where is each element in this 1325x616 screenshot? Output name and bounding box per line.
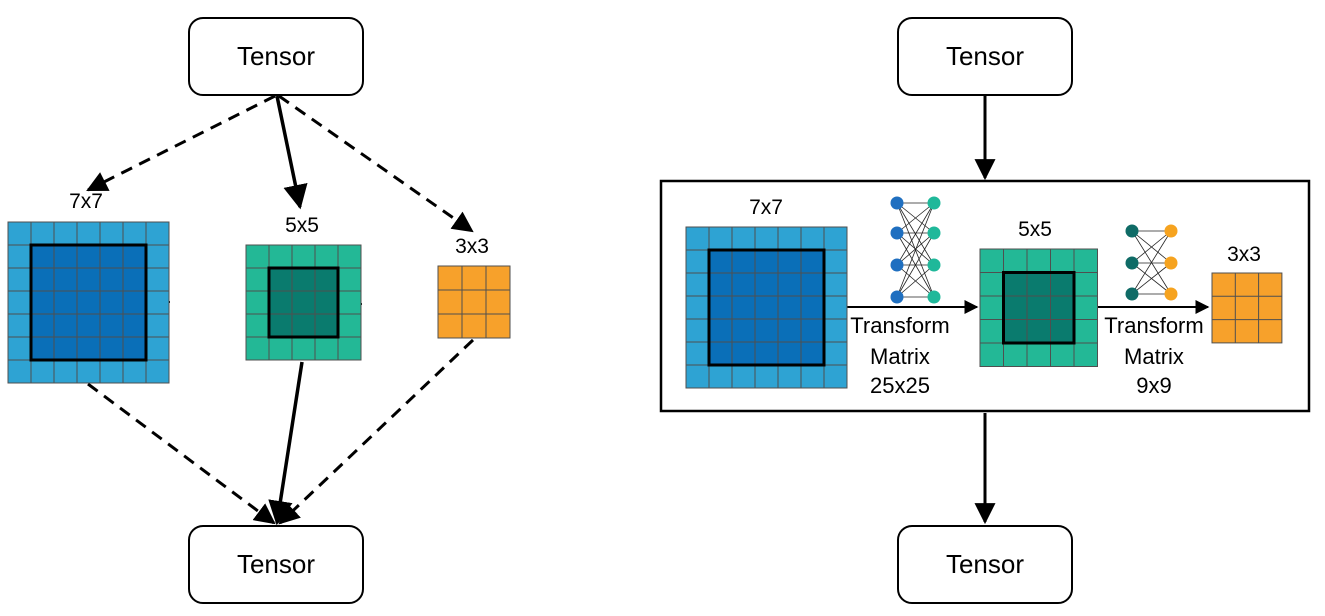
grid-outer-region — [1212, 273, 1282, 343]
network-node — [927, 196, 941, 210]
network-node — [1164, 224, 1178, 238]
transform-1-line2: Matrix — [870, 344, 930, 369]
network-node — [927, 226, 941, 240]
network-node — [890, 196, 904, 210]
right-bottom-tensor-node: Tensor — [897, 525, 1073, 604]
grid-inner-region — [1003, 272, 1074, 343]
right-label-7x7: 7x7 — [749, 196, 783, 219]
right-top-tensor-label: Tensor — [946, 41, 1024, 71]
right-module-box — [659, 179, 1311, 413]
network-edge — [896, 202, 935, 298]
network-node — [890, 290, 904, 304]
right-label-3x3: 3x3 — [1227, 243, 1261, 266]
network-node — [890, 258, 904, 272]
left-label-3x3: 3x3 — [455, 235, 489, 258]
left-grid-5x5 — [245, 244, 362, 361]
grid-inner-border — [29, 243, 148, 362]
left-grid-3x3 — [437, 265, 511, 339]
right-label-5x5: 5x5 — [1018, 218, 1052, 241]
grid-inner-region — [31, 245, 146, 360]
grid-inner-border — [707, 248, 826, 367]
grid-inner-region — [709, 250, 824, 365]
network-node — [927, 258, 941, 272]
grid-inner-border — [267, 266, 340, 339]
network-icon-9x9 — [1125, 224, 1178, 301]
right-top-tensor-node: Tensor — [897, 17, 1073, 96]
network-edge — [896, 232, 935, 298]
transform-label-9x9: Transform Matrix 9x9 — [1104, 313, 1203, 398]
transform-2-line1: Transform — [1104, 313, 1203, 338]
transform-1-line1: Transform — [850, 313, 949, 338]
left-label-5x5: 5x5 — [285, 214, 319, 237]
network-edge — [1131, 230, 1172, 295]
left-arrow-from-7x7 — [87, 382, 276, 525]
network-node — [1125, 287, 1139, 301]
left-arrow-from-3x3 — [278, 338, 475, 525]
transform-2-line3: 9x9 — [1136, 373, 1171, 398]
transform-label-25x25: Transform Matrix 25x25 — [850, 313, 949, 398]
left-bottom-tensor-node: Tensor — [188, 525, 364, 604]
network-node — [1125, 224, 1139, 238]
grid-outer-region — [438, 266, 510, 338]
grid-border — [685, 226, 848, 389]
left-top-tensor-node: Tensor — [188, 17, 364, 96]
network-node — [1125, 256, 1139, 270]
transform-1-line3: 25x25 — [870, 373, 930, 398]
grid-border — [1211, 272, 1283, 344]
left-arrow-from-5x5 — [268, 361, 304, 526]
grid-inner-region — [269, 268, 338, 337]
transform-2-line2: Matrix — [1124, 344, 1184, 369]
grid-border — [7, 221, 170, 384]
right-panel: Tensor Tensor 7x7 5x5 3x3 Transform Matr… — [659, 17, 1311, 604]
network-node — [1164, 256, 1178, 270]
network-node — [1164, 287, 1178, 301]
left-top-tensor-label: Tensor — [237, 41, 315, 71]
network-edge — [1131, 230, 1172, 264]
right-grid-7x7 — [685, 226, 848, 389]
network-edge — [896, 202, 935, 234]
left-bottom-tensor-label: Tensor — [237, 549, 315, 579]
left-arrow-to-3x3 — [278, 94, 474, 233]
right-bottom-tensor-label: Tensor — [946, 549, 1024, 579]
network-node — [890, 226, 904, 240]
grid-inner-border — [1002, 271, 1076, 345]
network-node — [927, 290, 941, 304]
left-arrow-to-5x5 — [275, 95, 308, 210]
network-icon-25x25 — [890, 196, 941, 304]
left-arrow-to-7x7 — [86, 94, 276, 192]
network-edge — [1131, 262, 1172, 295]
right-grid-3x3 — [1211, 272, 1283, 344]
grid-border — [437, 265, 511, 339]
network-edge — [896, 202, 935, 266]
left-grid-7x7 — [7, 221, 170, 384]
grid-border — [245, 244, 362, 361]
grid-border — [979, 248, 1098, 367]
left-panel: Tensor Tensor 7x7 5x5 3x3 — [7, 17, 511, 604]
network-edge — [896, 264, 935, 298]
left-label-7x7: 7x7 — [69, 190, 103, 213]
right-grid-5x5 — [979, 248, 1098, 367]
